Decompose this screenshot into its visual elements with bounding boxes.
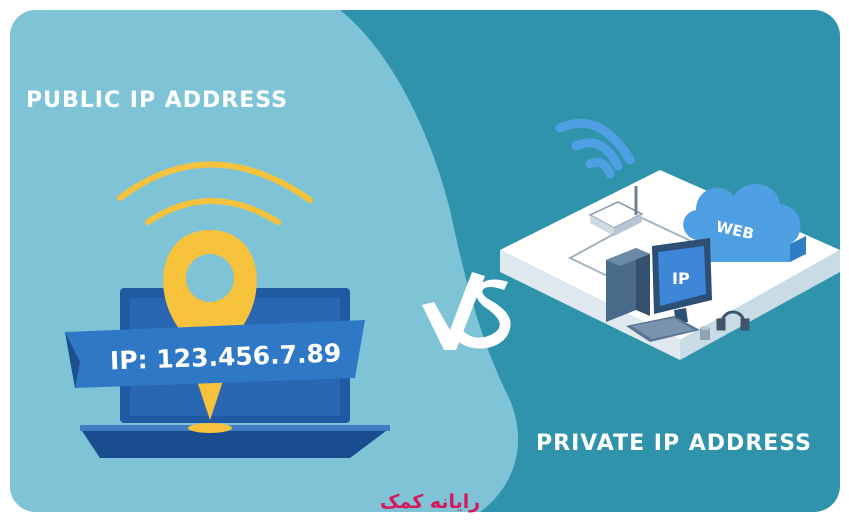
public-ip-heading: PUBLIC IP ADDRESS [26, 88, 288, 113]
monitor-icon [652, 238, 712, 324]
cloud-icon [683, 184, 806, 262]
computer-tower-icon [606, 248, 650, 322]
router-icon [588, 186, 644, 236]
vs-mark-icon [422, 272, 511, 350]
comparison-card: IP: 123.456.7.89 [10, 10, 840, 512]
router-wifi-icon [555, 118, 635, 179]
ip-ribbon [65, 320, 365, 388]
monitor-label: IP [672, 269, 690, 288]
cup-icon [700, 326, 710, 340]
wifi-arcs-icon [117, 161, 313, 225]
brand-logo: رایانه کمک [380, 491, 481, 513]
private-ip-heading: PRIVATE IP ADDRESS [536, 431, 812, 456]
illustration: IP: 123.456.7.89 [10, 10, 840, 512]
keyboard-icon [626, 316, 700, 342]
location-pin-icon [163, 230, 257, 433]
headset-icon [716, 310, 750, 331]
